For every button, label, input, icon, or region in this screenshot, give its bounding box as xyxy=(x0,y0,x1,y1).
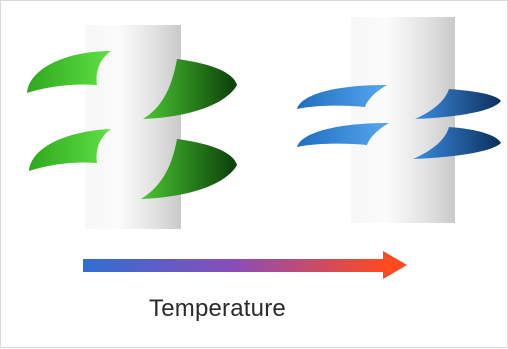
helix-blade-left-lower xyxy=(297,123,389,147)
helix-low-temperature xyxy=(27,25,237,229)
helix-blade-right-upper xyxy=(143,59,237,119)
helix-blade-right-lower xyxy=(141,139,237,199)
temperature-arrow xyxy=(83,251,407,279)
helix-blade-left-upper-front xyxy=(27,51,111,93)
helix-blade-left-lower-front xyxy=(29,129,111,171)
temperature-arrow-shaft xyxy=(83,259,385,272)
cylinder-right xyxy=(351,17,455,223)
temperature-label: Temperature xyxy=(149,295,286,322)
helix-blade-right-upper xyxy=(415,89,501,119)
helix-blade-left-upper xyxy=(297,85,387,109)
helix-high-temperature xyxy=(297,17,501,223)
helix-blade-right-lower xyxy=(413,127,501,159)
temperature-arrow-head xyxy=(383,251,407,279)
